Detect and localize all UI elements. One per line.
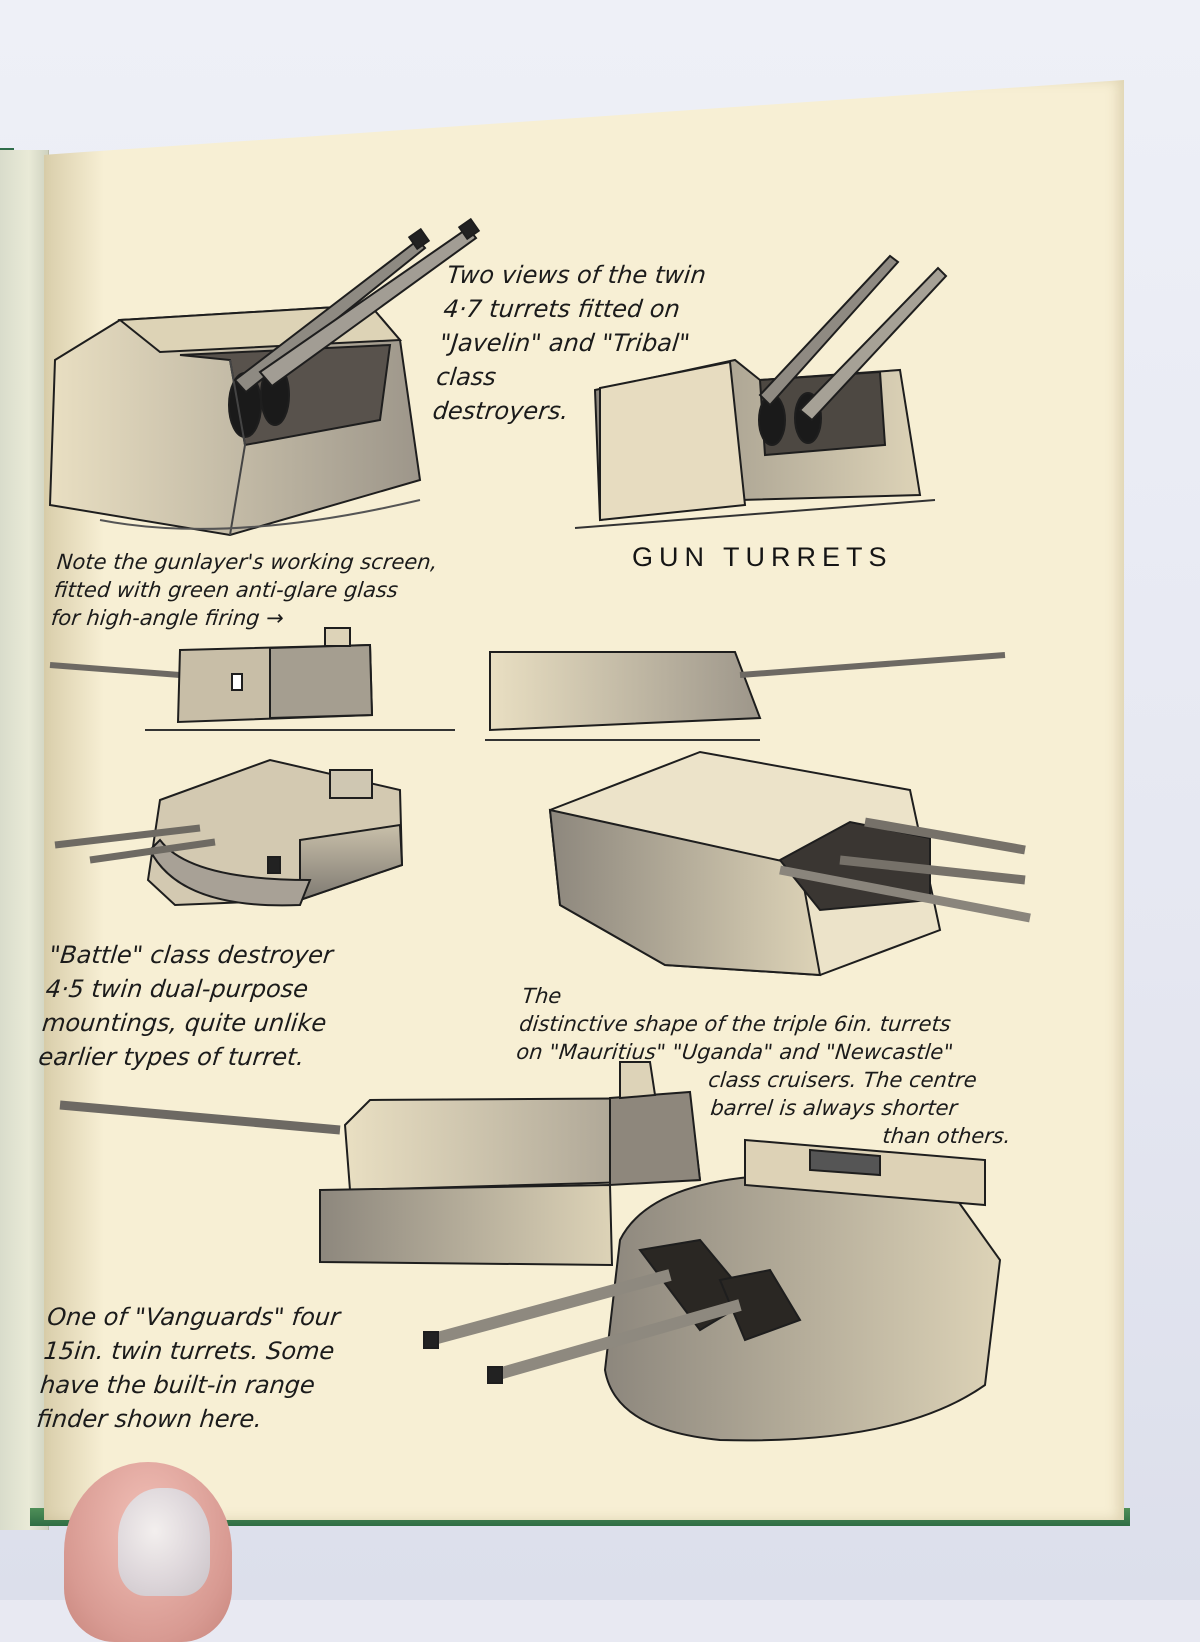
turret-vanguard-twin: [423, 1138, 1002, 1442]
caption-line: mountings, quite unlike: [40, 1009, 328, 1037]
caption-line: destroyers.: [431, 397, 570, 425]
caption-line: for high-angle firing →: [49, 606, 286, 630]
caption-line: on "Mauritius" "Uganda" and "Newcastle": [515, 1040, 955, 1064]
caption-line: class: [434, 363, 498, 391]
caption-line: 4·7 turrets fitted on: [442, 295, 682, 323]
caption-line: than others.: [881, 1124, 1012, 1148]
caption-line: class cruisers. The centre: [707, 1068, 979, 1092]
turret-vanguard-side: [59, 1061, 702, 1267]
turret-47-side-view: [574, 254, 948, 529]
caption-line: 4·5 twin dual-purpose: [44, 975, 310, 1003]
caption-line: 15in. twin turrets. Some: [42, 1337, 336, 1365]
caption-twin-47: Two views of the twin 4·7 turrets fitted…: [431, 258, 708, 428]
caption-line: earlier types of turret.: [37, 1043, 306, 1071]
caption-line: "Battle" class destroyer: [47, 941, 335, 969]
turret-side-elevation-screen: [49, 627, 455, 731]
caption-line: finder shown here.: [35, 1405, 264, 1433]
caption-line: have the built-in range: [38, 1371, 317, 1399]
caption-line: One of "Vanguards" four: [45, 1303, 342, 1331]
caption-battle-class: "Battle" class destroyer 4·5 twin dual-p…: [37, 938, 335, 1074]
caption-line: Note the gunlayer's working screen,: [55, 550, 439, 574]
turret-battle-class: [54, 758, 404, 907]
turret-side-elevation: [485, 651, 1006, 741]
caption-line: The: [521, 984, 563, 1008]
caption-triple-6in: The distinctive shape of the triple 6in.…: [506, 982, 1027, 1150]
illustrations-layer: [48, 217, 1031, 1442]
caption-line: barrel is always shorter: [709, 1096, 959, 1120]
caption-line: Two views of the twin: [445, 261, 708, 289]
left-page-edge: [0, 150, 49, 1530]
caption-line: distinctive shape of the triple 6in. tur…: [518, 1012, 953, 1036]
caption-line: fitted with green anti-glare glass: [52, 578, 400, 602]
caption-vanguard: One of "Vanguards" four 15in. twin turre…: [35, 1300, 342, 1436]
turret-47-front-view: [48, 217, 481, 537]
fingernail: [118, 1488, 210, 1596]
caption-line: "Javelin" and "Tribal": [438, 329, 692, 357]
caption-gunlayer: Note the gunlayer's working screen, fitt…: [50, 548, 439, 632]
page-title: GUN TURRETS: [632, 542, 893, 572]
turret-triple-6in: [548, 750, 1031, 977]
